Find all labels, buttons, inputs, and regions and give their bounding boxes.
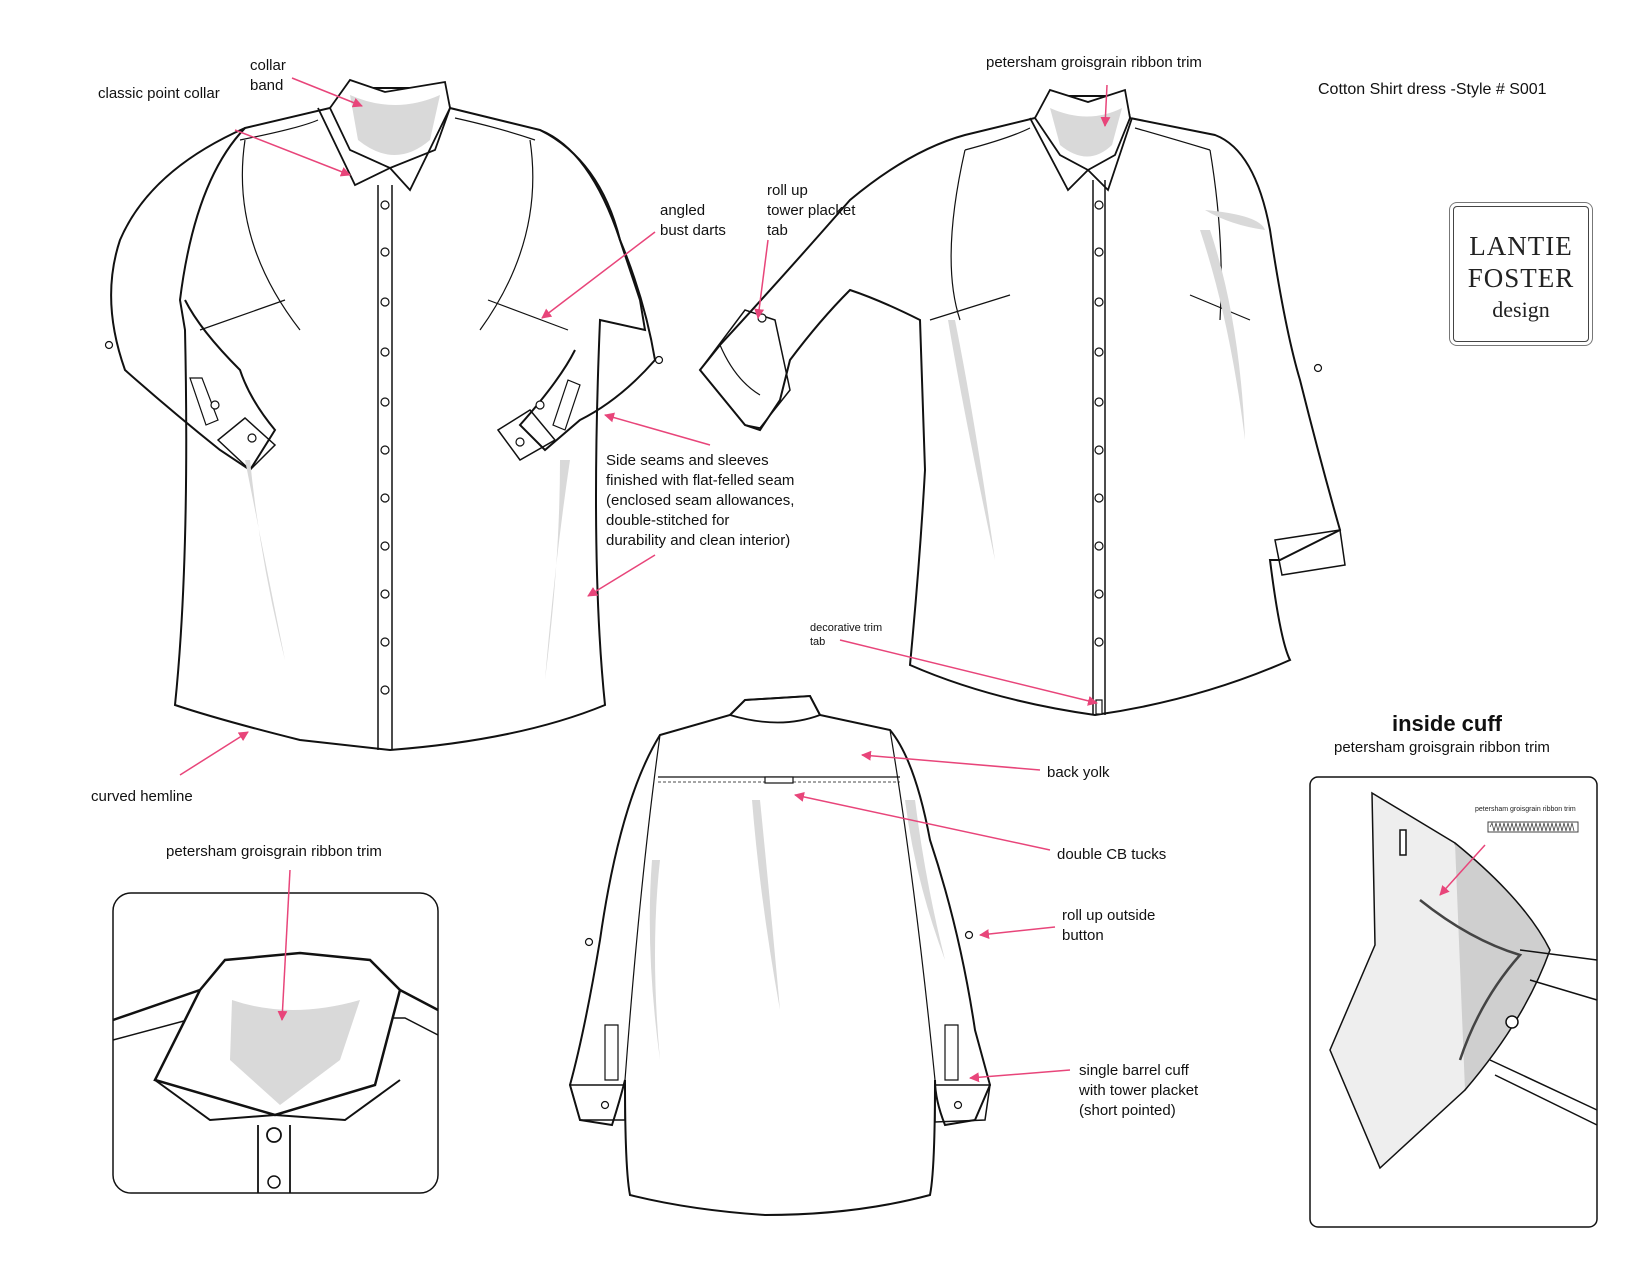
annotation-arrows — [179, 77, 1486, 1083]
rolled-view-buttons — [757, 200, 1323, 647]
label-decorative-trim-tab: decorative trim tab — [810, 622, 883, 648]
label-collar-ribbon-trim: petersham groisgrain ribbon trim — [166, 843, 382, 860]
collar-detail-box — [112, 892, 439, 1194]
label-collar-band: collar band — [250, 57, 286, 94]
inside-cuff-box — [1309, 776, 1598, 1228]
label-curved-hemline: curved hemline — [91, 788, 193, 805]
label-double-cb-tucks: double CB tucks — [1057, 846, 1167, 863]
decorative-trim-tab-shape — [1095, 699, 1103, 715]
logo-line-3: design — [1492, 297, 1550, 322]
label-roll-up-tab: roll up tower placket tab — [767, 182, 856, 239]
front-view-shirt — [110, 78, 657, 752]
label-angled-bust-darts: angled bust darts — [660, 202, 726, 239]
logo-line-2: FOSTER — [1467, 263, 1575, 293]
label-roll-up-button: roll up outside button — [1062, 907, 1156, 944]
inside-cuff-title: inside cuff — [1392, 711, 1503, 736]
label-side-seams: Side seams and sleeves finished with fla… — [606, 452, 795, 549]
label-back-yolk: back yolk — [1047, 764, 1110, 781]
logo-line-1: LANTIE — [1469, 231, 1573, 261]
inside-cuff-subtitle: petersham groisgrain ribbon trim — [1334, 739, 1550, 756]
style-title: Cotton Shirt dress -Style # S001 — [1318, 81, 1547, 98]
inside-cuff-trim-label: petersham groisgrain ribbon trim — [1475, 806, 1576, 813]
label-classic-point-collar: classic point collar — [98, 85, 220, 102]
back-view-shirt — [568, 694, 992, 1217]
label-ribbon-trim-top: petersham groisgrain ribbon trim — [986, 54, 1202, 71]
back-view-buttons — [584, 930, 974, 1110]
label-single-barrel-cuff: single barrel cuff with tower placket (s… — [1079, 1062, 1199, 1119]
front-buttons — [104, 200, 664, 695]
brand-logo: LANTIE FOSTER design — [1453, 206, 1589, 342]
